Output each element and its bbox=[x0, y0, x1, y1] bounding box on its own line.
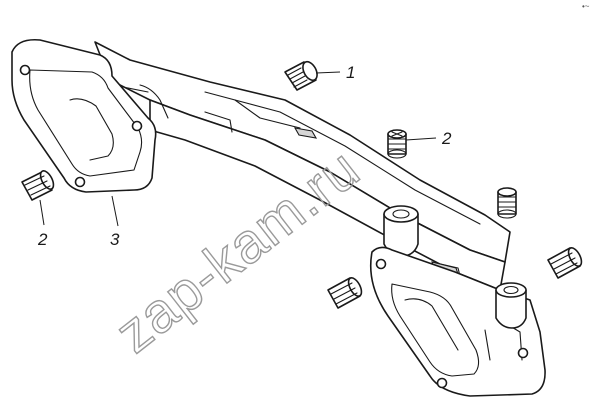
right-bracket-end bbox=[369, 246, 546, 397]
plug-part-1 bbox=[284, 60, 318, 91]
callout-part-3: 3 bbox=[110, 230, 120, 249]
leader-part-2-left bbox=[39, 199, 45, 226]
flange-bolt-hole bbox=[74, 176, 86, 188]
callout-part-2-left: 2 bbox=[37, 230, 48, 249]
plug-part-2-left bbox=[21, 170, 55, 201]
leader-part-2-upper bbox=[405, 137, 437, 141]
plug-right-side bbox=[547, 247, 583, 279]
leader-part-3 bbox=[111, 195, 119, 227]
corner-mark: •~ bbox=[582, 2, 590, 11]
plug-part-2-upper bbox=[387, 129, 407, 159]
left-flange bbox=[11, 38, 169, 193]
flange-bolt-hole bbox=[131, 120, 143, 132]
plug-right-upper bbox=[497, 187, 517, 219]
callout-part-2-upper: 2 bbox=[441, 129, 452, 148]
callout-part-1: 1 bbox=[346, 63, 355, 82]
bracket-bolt-hole bbox=[517, 347, 529, 359]
bracket-bolt-hole bbox=[436, 377, 448, 389]
plug-lower-left bbox=[327, 277, 363, 309]
flange-bolt-hole bbox=[19, 64, 31, 76]
bracket-bolt-hole bbox=[375, 258, 387, 270]
leader-part-1 bbox=[315, 71, 341, 74]
